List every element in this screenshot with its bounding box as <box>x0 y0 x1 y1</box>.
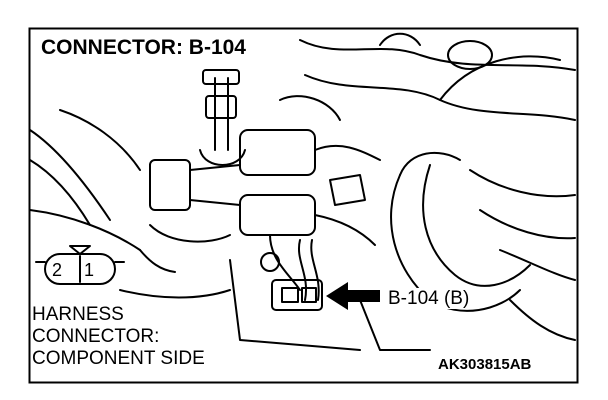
connector-block-upper <box>239 129 316 176</box>
connector-lock-tab <box>69 245 91 255</box>
connector-block-lower <box>239 194 316 236</box>
harness-label-line3: COMPONENT SIDE <box>32 348 205 369</box>
figure-id: AK303815AB <box>436 356 534 373</box>
left-bracket <box>29 129 111 221</box>
harness-label-line2: CONNECTOR: <box>32 326 160 347</box>
connector-pin-2: 2 <box>52 260 63 280</box>
connector-callout-label: B-104 (B) <box>386 288 472 309</box>
connector-b-104-body <box>271 279 323 311</box>
intake-hose <box>299 39 576 71</box>
harness-wire <box>298 239 307 301</box>
harness-label-line1: HARNESS <box>32 304 124 325</box>
frame-border <box>28 27 579 384</box>
connector-pin-1: 1 <box>84 260 95 280</box>
diagram-title: CONNECTOR: B-104 <box>38 36 249 59</box>
callout-arrow <box>326 282 380 310</box>
